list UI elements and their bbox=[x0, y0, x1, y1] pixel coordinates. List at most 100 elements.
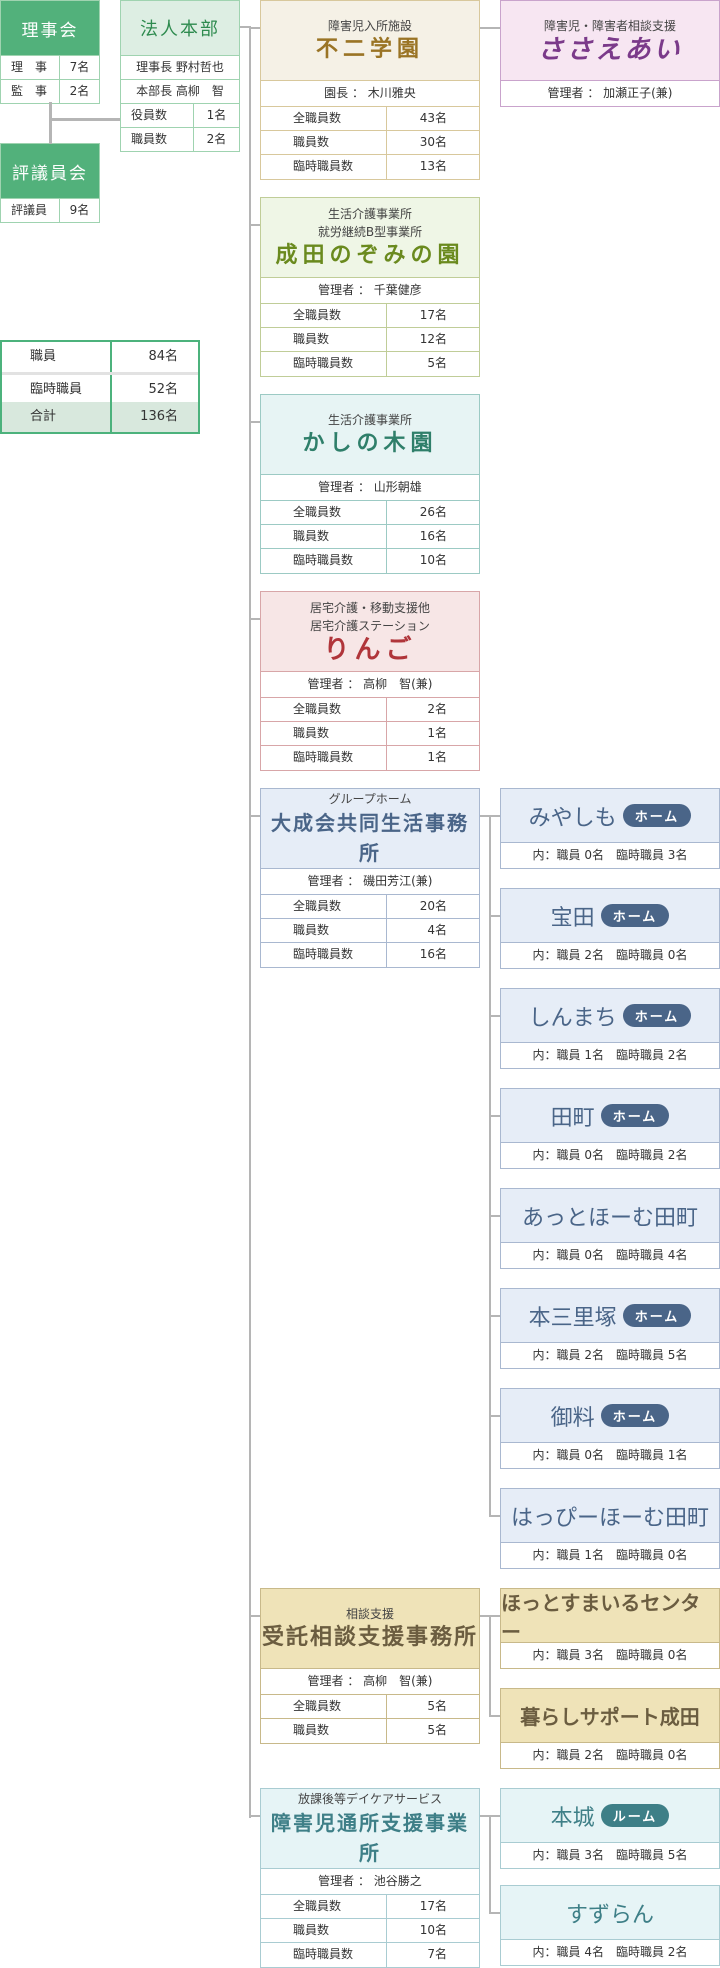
row-label: 全職員数 bbox=[261, 895, 387, 918]
row-value: 26名 bbox=[419, 505, 447, 519]
facility-manager: 管理者 ： 磯田芳江(兼) bbox=[261, 869, 479, 895]
sub-facility-header: すずらん bbox=[501, 1886, 719, 1940]
facility-manager: 管理者 ： 高柳 智(兼) bbox=[261, 1669, 479, 1695]
row-value: 2名 bbox=[427, 702, 447, 716]
sub-facility-name: はっぴーほーむ田町 bbox=[510, 1505, 709, 1531]
row-value: 2名 bbox=[206, 132, 227, 146]
sub-facility-header: 本城ルーム bbox=[501, 1789, 719, 1843]
row-label: 臨時職員数 bbox=[261, 746, 387, 770]
facility-manager: 管理者 ： 高柳 智(兼) bbox=[261, 672, 479, 698]
row-value: 1名 bbox=[206, 108, 227, 122]
row-label: 職員数 bbox=[261, 919, 387, 942]
facility-header: 生活介護事業所就労継続B型事業所成田のぞみの園 bbox=[261, 198, 479, 278]
facility-name: 障害児通所支援事業所 bbox=[271, 1810, 469, 1865]
connector-line bbox=[490, 1815, 500, 1817]
row-value: 136名 bbox=[140, 409, 178, 424]
facility-name: 大成会共同生活事務所 bbox=[271, 810, 469, 865]
sub-facility-staff: 内：職員 1名 臨時職員 0名 bbox=[532, 1548, 688, 1562]
table-row: 全職員数 2名 bbox=[261, 698, 479, 722]
row-value: 10名 bbox=[419, 1923, 447, 1937]
sub-facility-name: みやしも bbox=[528, 805, 617, 831]
facility-name: 不二学園 bbox=[315, 36, 424, 62]
sub-facility-header: しんまちホーム bbox=[501, 989, 719, 1043]
type-badge: ホーム bbox=[600, 904, 670, 927]
connector-line bbox=[489, 1615, 491, 1717]
row-label: 全職員数 bbox=[261, 107, 387, 130]
row-label: 全職員数 bbox=[261, 698, 387, 721]
sub-facility-staff: 内：職員 4名 臨時職員 2名 bbox=[532, 1945, 688, 1959]
facility-type: 放課後等デイケアサービス bbox=[297, 1791, 442, 1806]
connector-line bbox=[490, 815, 500, 817]
sub-facility-type: 障害児・障害者相談支援 bbox=[543, 18, 676, 33]
facility-name: 受託相談支援事務所 bbox=[261, 1624, 478, 1650]
facility-type: 障害児入所施設 bbox=[327, 18, 412, 33]
facility-type: 居宅介護・移動支援他 bbox=[309, 600, 430, 615]
facility-type: 生活介護事業所 bbox=[327, 206, 412, 221]
row-value: 16名 bbox=[419, 529, 447, 543]
row-value: 4名 bbox=[427, 923, 447, 937]
row-value: 16名 bbox=[419, 947, 447, 961]
facility-name: りんご bbox=[323, 634, 417, 665]
type-badge: ホーム bbox=[622, 1304, 692, 1327]
connector-line bbox=[490, 915, 500, 917]
type-badge: ホーム bbox=[600, 1404, 670, 1427]
row-value: 43名 bbox=[419, 111, 447, 125]
facility-header: 居宅介護・移動支援他居宅介護ステーションりんご bbox=[261, 592, 479, 672]
table-row: 職員数 16名 bbox=[261, 525, 479, 549]
facility-type: グループホーム bbox=[328, 791, 412, 806]
sub-facility-staff: 内：職員 2名 臨時職員 0名 bbox=[532, 948, 688, 962]
row-label: 全職員数 bbox=[261, 1895, 387, 1918]
sub-facility-name: 御料 bbox=[550, 1405, 595, 1431]
connector-line bbox=[250, 1815, 260, 1817]
row-label: 職員数 bbox=[261, 525, 387, 548]
row-label: 臨時職員数 bbox=[261, 549, 387, 573]
row-label: 職員数 bbox=[261, 328, 387, 351]
connector-line bbox=[50, 118, 120, 121]
facility-manager: 管理者 ： 池谷勝之 bbox=[261, 1869, 479, 1895]
sub-facility-box: はっぴーほーむ田町内：職員 1名 臨時職員 0名 bbox=[500, 1488, 720, 1569]
connector-line bbox=[480, 27, 500, 29]
hq-officer: 本部長 高柳 智 bbox=[121, 79, 239, 103]
row-value: 17名 bbox=[419, 308, 447, 322]
row-label: 職員数 bbox=[121, 128, 194, 151]
sub-facility-header: あっとほーむ田町 bbox=[501, 1189, 719, 1243]
sub-facility-staff: 内：職員 1名 臨時職員 2名 bbox=[532, 1048, 688, 1062]
facility-header: 生活介護事業所かしの木園 bbox=[261, 395, 479, 475]
facility-manager: 管理者 ： 山形朝雄 bbox=[261, 475, 479, 501]
council-box-title: 評議員会 bbox=[1, 144, 99, 198]
type-badge: ルーム bbox=[600, 1804, 670, 1827]
sub-facility-name: 田町 bbox=[550, 1105, 595, 1131]
sub-facility-staff: 内：職員 2名 臨時職員 5名 bbox=[532, 1348, 688, 1362]
type-badge: ホーム bbox=[622, 1004, 692, 1027]
connector-line bbox=[480, 1615, 490, 1617]
row-value: 10名 bbox=[419, 553, 447, 567]
sub-facility-header: 宝田ホーム bbox=[501, 889, 719, 943]
sub-facility-header: 暮らしサポート成田 bbox=[501, 1689, 719, 1743]
row-label: 全職員数 bbox=[261, 501, 387, 524]
hq-title: 法人本部 bbox=[121, 1, 239, 55]
row-value: 52名 bbox=[148, 382, 178, 397]
sub-facility-name: しんまち bbox=[528, 1005, 617, 1031]
facility-manager: 園長 ： 木川雅央 bbox=[261, 81, 479, 107]
sub-facility-name: 本三里塚 bbox=[528, 1305, 617, 1331]
sub-facility-box: あっとほーむ田町内：職員 0名 臨時職員 4名 bbox=[500, 1188, 720, 1269]
connector-line bbox=[250, 27, 260, 29]
